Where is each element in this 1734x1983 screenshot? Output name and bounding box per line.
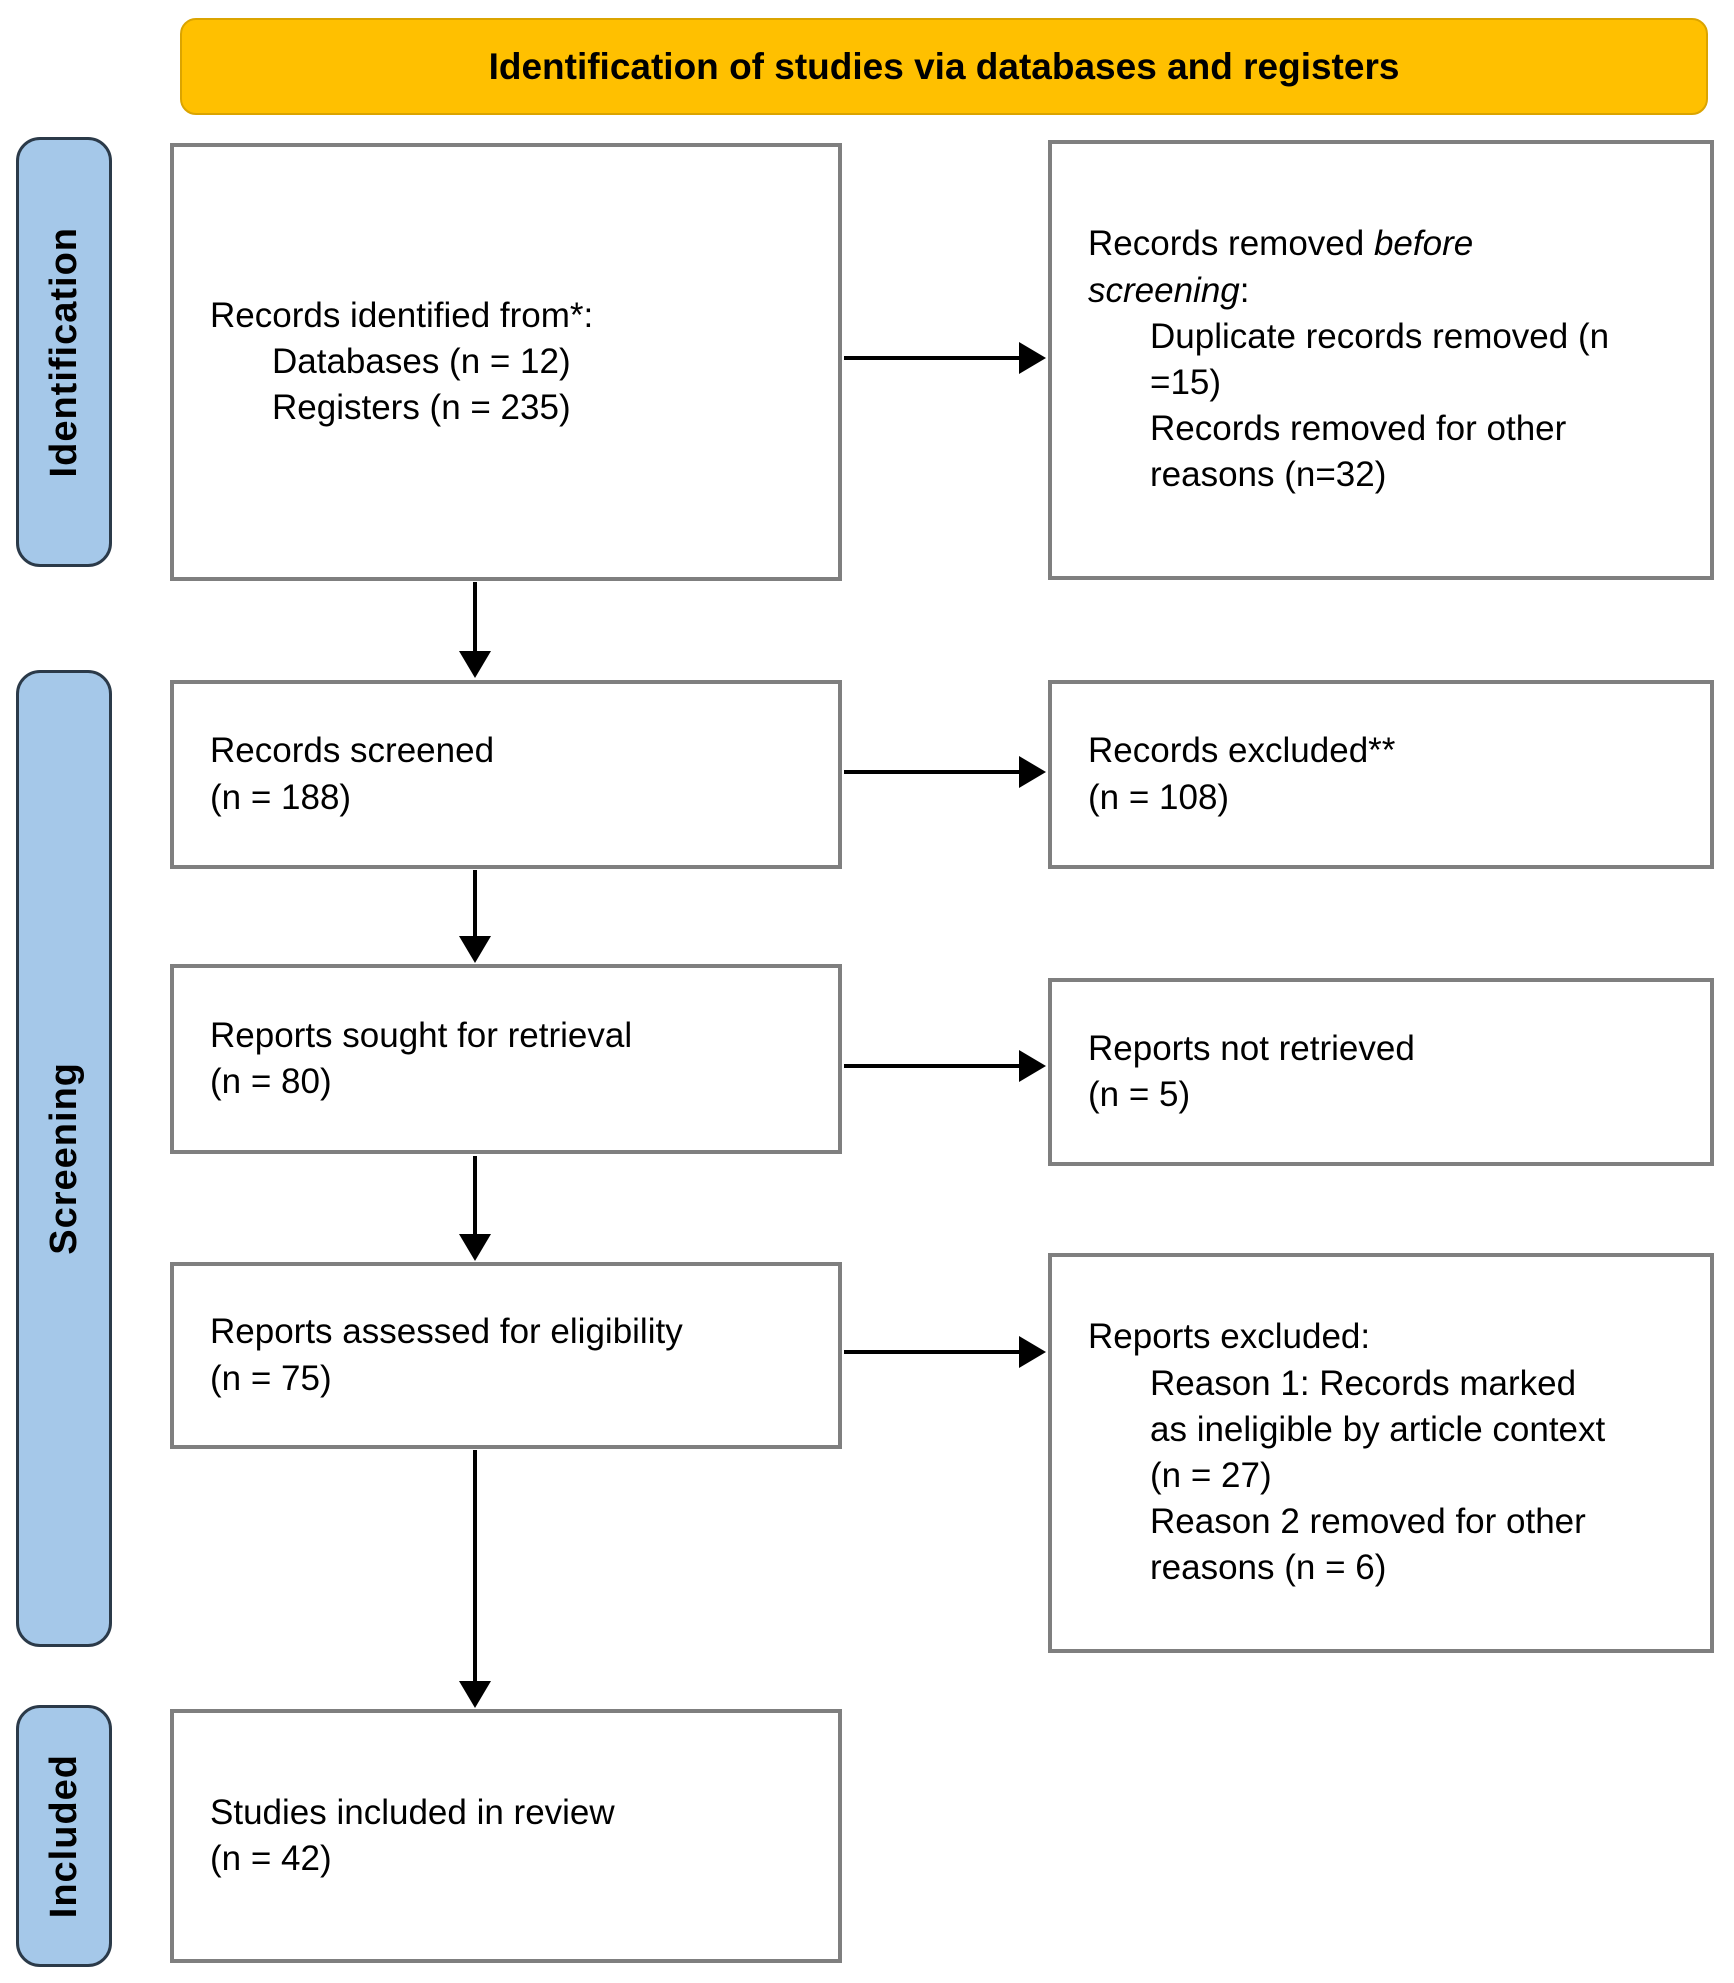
arrow-line (844, 356, 1019, 360)
reports-excluded-heading: Reports excluded: (1088, 1317, 1371, 1357)
box-records-excluded: Records excluded** (n = 108) (1048, 680, 1714, 869)
records-removed-heading-italic: before screening (1088, 224, 1474, 310)
flow-arrow-down-assessed-to-included (457, 1450, 493, 1708)
flow-arrow-down-screened-to-sought (457, 870, 493, 963)
records-identified-item-databases: Databases (n = 12) (272, 341, 571, 381)
arrow-line (473, 582, 477, 651)
records-excluded-text: Records excluded** (n = 108) (1088, 731, 1396, 817)
records-removed-heading-prefix: Records removed (1088, 224, 1374, 264)
title-banner: Identification of studies via databases … (180, 18, 1708, 115)
stage-label-included: Included (16, 1705, 112, 1967)
box-reports-not-retrieved: Reports not retrieved (n = 5) (1048, 978, 1714, 1166)
records-removed-item-duplicates: Duplicate records removed (n =15) (1150, 316, 1610, 402)
reports-not-retrieved-text: Reports not retrieved (n = 5) (1088, 1028, 1415, 1114)
box-records-screened: Records screened (n = 188) (170, 680, 842, 869)
arrow-line (473, 1156, 477, 1234)
stage-label-included-text: Included (42, 1753, 85, 1919)
arrow-head-icon (459, 936, 491, 963)
flow-arrow-right-identified-to-removed (844, 340, 1046, 376)
flow-arrow-right-screened-to-excluded (844, 754, 1046, 790)
arrow-line (844, 770, 1019, 774)
box-reports-sought: Reports sought for retrieval (n = 80) (170, 964, 842, 1154)
reports-assessed-text: Reports assessed for eligibility (n = 75… (210, 1312, 683, 1398)
arrow-head-icon (1019, 756, 1046, 788)
records-identified-heading: Records identified from*: (210, 295, 594, 335)
reports-excluded-item-reason2: Reason 2 removed for other reasons (n = … (1150, 1502, 1586, 1588)
records-removed-item-other: Records removed for other reasons (n=32) (1150, 409, 1567, 495)
records-removed-heading: Records removed before screening: (1088, 221, 1688, 313)
box-records-identified: Records identified from*: Databases (n =… (170, 143, 842, 581)
arrow-line (844, 1350, 1019, 1354)
box-reports-excluded: Reports excluded: Reason 1: Records mark… (1048, 1253, 1714, 1653)
flow-arrow-down-identified-to-screened (457, 582, 493, 678)
box-reports-assessed: Reports assessed for eligibility (n = 75… (170, 1262, 842, 1449)
reports-sought-text: Reports sought for retrieval (n = 80) (210, 1015, 633, 1101)
flow-arrow-down-sought-to-assessed (457, 1156, 493, 1261)
box-studies-included: Studies included in review (n = 42) (170, 1709, 842, 1963)
studies-included-text: Studies included in review (n = 42) (210, 1792, 615, 1878)
title-banner-label: Identification of studies via databases … (488, 45, 1400, 87)
stage-label-identification: Identification (16, 137, 112, 567)
stage-label-screening-text: Screening (42, 1062, 85, 1255)
arrow-head-icon (1019, 342, 1046, 374)
records-removed-heading-colon: : (1239, 270, 1250, 310)
arrow-head-icon (459, 651, 491, 678)
flow-arrow-right-assessed-to-reports-excluded (844, 1334, 1046, 1370)
arrow-head-icon (1019, 1336, 1046, 1368)
flow-arrow-right-sought-to-not-retrieved (844, 1048, 1046, 1084)
box-records-removed: Records removed before screening: Duplic… (1048, 140, 1714, 580)
arrow-head-icon (459, 1681, 491, 1708)
stage-label-screening: Screening (16, 670, 112, 1647)
stage-label-identification-text: Identification (42, 226, 85, 478)
arrow-line (473, 870, 477, 936)
arrow-line (844, 1064, 1019, 1068)
arrow-line (473, 1450, 477, 1681)
arrow-head-icon (459, 1234, 491, 1261)
records-identified-item-registers: Registers (n = 235) (272, 388, 571, 428)
reports-excluded-item-reason1: Reason 1: Records marked as ineligible b… (1150, 1363, 1606, 1495)
records-screened-text: Records screened (n = 188) (210, 731, 495, 817)
arrow-head-icon (1019, 1050, 1046, 1082)
